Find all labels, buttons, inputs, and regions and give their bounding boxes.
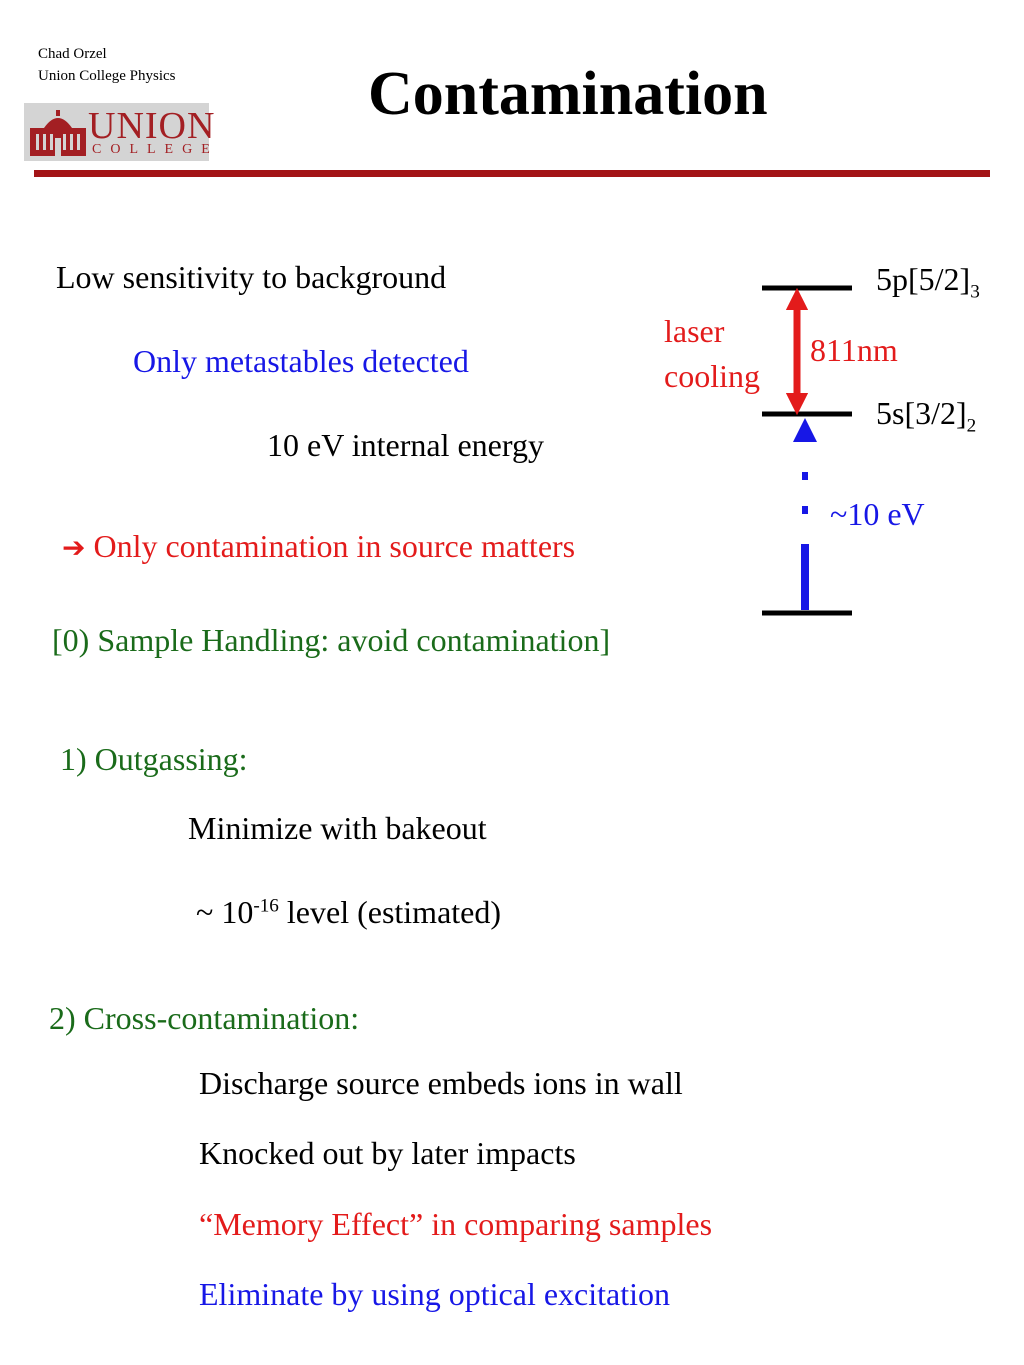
logo-wordmark: UNION [88,105,216,147]
label-cooling: cooling [664,358,760,394]
slide-title: Contamination [368,60,768,128]
level-exponent: -16 [253,895,279,917]
upper-level-subscript: 3 [970,281,980,303]
label-laser: laser [664,313,725,349]
text-low-sensitivity: Low sensitivity to background [56,259,447,295]
energy-level-diagram [762,285,852,616]
right-arrow-icon: ➔ [62,531,86,564]
title-divider [34,170,990,177]
heading-cross-contamination: 2) Cross-contamination: [49,1000,360,1036]
excitation-arrow [793,418,817,610]
text-only-metastables: Only metastables detected [133,343,469,379]
text-only-contamination: Only contamination in source matters [93,528,576,564]
author-affiliation: Union College Physics [38,68,176,84]
upper-level-term: 5p[5/2] [876,261,971,297]
metastable-level-subscript: 2 [966,415,977,437]
label-upper-level: 5p[5/2]3 [876,260,980,301]
text-memory-effect: “Memory Effect” in comparing samples [199,1206,713,1242]
conclusion-line: ➔ Only contamination in source matters [62,527,575,567]
text-discharge-source: Discharge source embeds ions in wall [199,1065,683,1101]
text-eliminate-optical: Eliminate by using optical excitation [199,1276,670,1312]
label-811nm: 811nm [810,332,898,368]
level-suffix: level (estimated) [278,894,502,930]
metastable-level-term: 5s[3/2] [876,395,967,431]
text-level-estimated: ~ 10-16 level (estimated) [196,893,501,931]
heading-outgassing: 1) Outgassing: [60,741,248,777]
text-sample-handling: [0) Sample Handling: avoid contamination… [52,622,611,658]
author-name: Chad Orzel [38,46,107,62]
label-10ev: ~10 eV [830,496,925,532]
text-minimize-bakeout: Minimize with bakeout [188,810,487,846]
level-base: ~ 10 [196,894,254,930]
label-metastable-level: 5s[3/2]2 [876,394,976,435]
college-building-icon [30,110,86,156]
text-knocked-out: Knocked out by later impacts [199,1135,576,1171]
logo-subtitle: COLLEGE [92,142,219,157]
text-internal-energy: 10 eV internal energy [267,427,544,463]
union-college-logo: UNION COLLEGE [24,103,214,161]
